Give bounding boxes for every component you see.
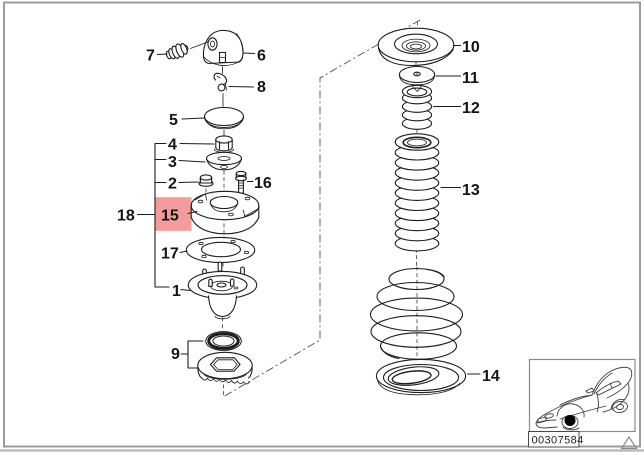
part-7-grommet [165,43,189,60]
part-16-bolt [235,170,247,195]
callout-6[interactable]: 6 [257,48,266,65]
part-3-washer [205,151,243,171]
callout-labels: 7 6 8 5 4 3 2 16 18 15 17 1 9 10 11 12 1… [117,39,500,385]
callout-3[interactable]: 3 [168,154,177,171]
part-11-washer [398,65,436,86]
triangle-icon [620,435,638,450]
callout-18[interactable]: 18 [117,208,135,225]
part-17-gasket [185,236,256,264]
car-icon [535,366,633,431]
callout-15-highlighted[interactable]: 15 [161,208,179,225]
highlight-box [154,197,192,231]
callout-9[interactable]: 9 [171,346,180,363]
part-2-nut [198,174,214,187]
section-divider-line [222,19,421,398]
callout-2[interactable]: 2 [168,176,177,193]
part-5-cover-cap [203,106,245,130]
part-number: 00307584 [532,435,584,447]
left-assembly [165,29,260,397]
black-dot-location-marker [564,415,576,426]
callout-14[interactable]: 14 [482,368,500,385]
car-inset-frame [528,358,636,433]
leader-lines [136,41,481,375]
callout-13[interactable]: 13 [462,182,480,199]
callout-12[interactable]: 12 [462,100,480,117]
callout-16[interactable]: 16 [254,175,272,192]
part-13-bellows [394,133,440,252]
part-1-support-bearing [187,261,258,320]
callout-8[interactable]: 8 [257,79,266,96]
callout-1[interactable]: 1 [172,283,181,300]
part-14-spring-pad [375,358,467,396]
callout-7[interactable]: 7 [146,48,155,65]
part-12-bump-stop [401,84,433,130]
part-8-clip [213,72,228,92]
callout-11[interactable]: 11 [462,70,479,87]
part-6-cap [202,29,244,66]
bracket-18 [136,142,170,288]
bracket-9 [180,340,204,369]
callout-17[interactable]: 17 [161,246,179,263]
right-assembly [369,21,467,396]
callout-4[interactable]: 4 [168,137,177,154]
part-9-seal-and-cup [197,331,253,385]
callout-10[interactable]: 10 [462,39,480,56]
car-inset: 00307584 [528,358,638,450]
callout-5[interactable]: 5 [169,112,178,129]
part-15-support-plate [190,190,260,235]
part-number-box [528,431,580,448]
